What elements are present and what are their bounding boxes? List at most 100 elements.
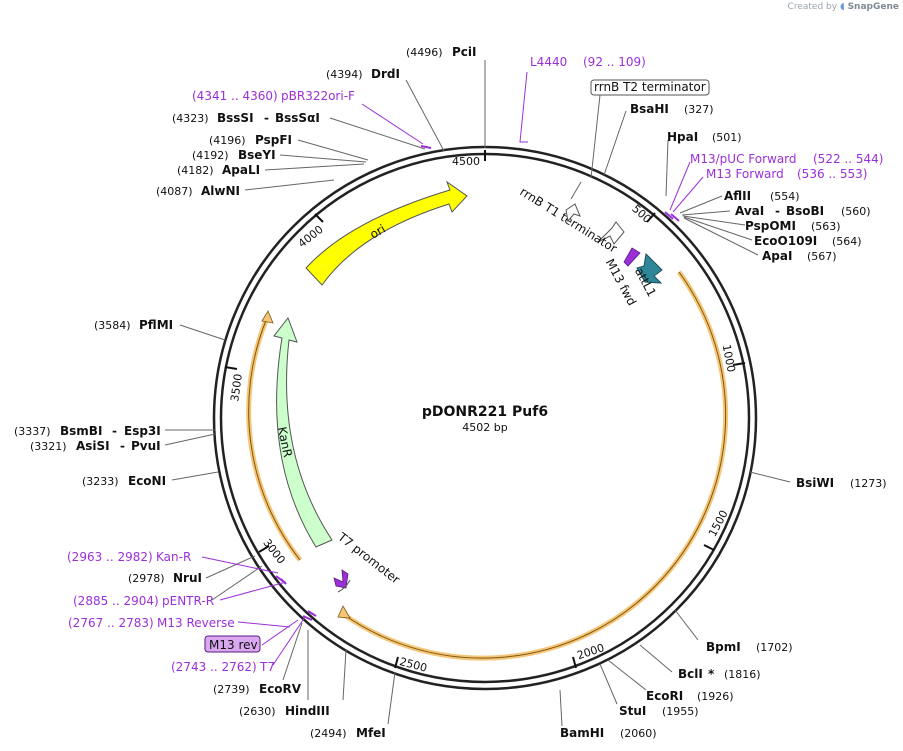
kanr-label: KanR [275, 425, 295, 458]
asisi-separator: - [120, 439, 125, 453]
m13-puc-forward-label[interactable]: M13/pUC Forward [690, 152, 797, 166]
leader-lines [164, 60, 791, 727]
tick-label-500: 500 [629, 202, 653, 226]
orf-arc-left-core [248, 317, 301, 561]
avai-separator: - [775, 204, 780, 218]
bseyi-label[interactable]: BseYI [238, 148, 276, 162]
bsssi-label[interactable]: BssSI [217, 111, 254, 125]
orf-arc-right-arrowhead [337, 605, 351, 619]
bsssai-label[interactable]: BssSαI [275, 111, 320, 125]
pentr-r-label[interactable]: pENTR-R [162, 594, 214, 608]
plasmid-size: 4502 bp [462, 421, 507, 434]
ecori-position: (1926) [697, 690, 734, 703]
alwni-label[interactable]: AlwNI [201, 184, 240, 198]
apai-label[interactable]: ApaI [762, 249, 792, 263]
nrui-position: (2978) [128, 572, 165, 585]
pflmi-position: (3584) [94, 319, 131, 332]
stui-label[interactable]: StuI [619, 704, 646, 718]
alwni-position: (4087) [156, 185, 193, 198]
nrui-label[interactable]: NruI [173, 571, 202, 585]
bamhi-label[interactable]: BamHI [560, 726, 604, 740]
asisi-label[interactable]: AsiSI [76, 439, 110, 453]
aflii-label[interactable]: AflII [724, 189, 751, 203]
bsiwi-label[interactable]: BsiWI [796, 476, 834, 490]
pbr322ori-f-range: (4341 .. 4360) [192, 89, 278, 103]
tick-label-3500: 3500 [228, 373, 245, 403]
pspomi-position: (563) [811, 220, 841, 233]
ori-feature[interactable] [305, 180, 468, 286]
tick-3000 [258, 545, 270, 553]
pspfi-label[interactable]: PspFI [255, 133, 292, 147]
rrnb-t2-terminator-feature[interactable] [565, 203, 581, 223]
avai-position: (560) [841, 205, 871, 218]
hpai-position: (501) [712, 131, 742, 144]
apali-position: (4182) [177, 164, 214, 177]
primer-leader-lines [201, 71, 704, 666]
pentr-r-range: (2885 .. 2904) [73, 594, 159, 608]
bsmbi-label[interactable]: BsmBI [60, 424, 102, 438]
m13-reverse-label[interactable]: M13 Reverse [157, 616, 235, 630]
tick-500 [646, 212, 656, 223]
ecoo109i-label[interactable]: EcoO109I [754, 234, 817, 248]
pspomi-label[interactable]: PspOMI [745, 219, 796, 233]
hindiii-position: (2630) [239, 705, 276, 718]
kan-r-label[interactable]: Kan-R [156, 550, 191, 564]
apali-label[interactable]: ApaLI [222, 163, 260, 177]
m13-rev-box[interactable] [204, 635, 261, 653]
kanr-feature[interactable] [273, 316, 333, 548]
kan-r-range: (2963 .. 2982) [67, 550, 153, 564]
t7-promoter-arrow-icon [337, 579, 351, 593]
stui-position: (1955) [662, 705, 699, 718]
avai-label[interactable]: AvaI [735, 204, 764, 218]
pcii-position: (4496) [406, 46, 443, 59]
econi-position: (3233) [82, 475, 119, 488]
m13-reverse-range: (2767 .. 2783) [68, 616, 154, 630]
m13-forward-label[interactable]: M13 Forward [706, 167, 784, 181]
ecorv-label[interactable]: EcoRV [259, 682, 302, 696]
attl1-feature[interactable] [636, 252, 663, 284]
hindiii-label[interactable]: HindIII [285, 704, 330, 718]
asisi-position: (3321) [30, 440, 67, 453]
mfei-position: (2494) [310, 727, 347, 740]
ecorv-position: (2739) [213, 683, 250, 696]
snapgene-logo-icon: ◖ [839, 2, 845, 12]
m13-fwd-feature[interactable] [623, 247, 641, 267]
esp3i-label[interactable]: Esp3I [124, 424, 161, 438]
bcli-label[interactable]: BclI [678, 667, 703, 681]
t7-promoter-feature[interactable] [333, 569, 349, 589]
bsahi-label[interactable]: BsaHI [630, 102, 669, 116]
rrnb-t1-terminator-feature[interactable] [597, 221, 625, 245]
mfei-label[interactable]: MfeI [356, 726, 386, 740]
tick-1500 [703, 544, 715, 551]
snapgene-credit: Created by ◖ SnapGene [788, 2, 899, 12]
drdi-label[interactable]: DrdI [371, 67, 400, 81]
ori-label: ori [367, 222, 388, 242]
bsmbi-separator: - [112, 424, 117, 438]
econi-label[interactable]: EcoNI [128, 474, 166, 488]
pcii-label[interactable]: PciI [452, 45, 477, 59]
hpai-label[interactable]: HpaI [667, 130, 698, 144]
ecori-label[interactable]: EcoRI [646, 689, 683, 703]
drdi-position: (4394) [326, 68, 363, 81]
tick-label-4500: 4500 [452, 155, 480, 168]
credit-prefix: Created by [787, 2, 838, 12]
bsssi-position: (4323) [172, 112, 209, 125]
bsahi-position: (327) [684, 103, 714, 116]
rrnb-t2-terminator-box[interactable] [590, 79, 710, 96]
m13-fwd-label: M13 fwd [603, 256, 639, 308]
tick-label-1000: 1000 [720, 343, 738, 373]
t7-label[interactable]: T7 [259, 660, 275, 674]
tick-3500 [224, 366, 238, 370]
bpmi-label[interactable]: BpmI [706, 640, 741, 654]
pvui-label[interactable]: PvuI [131, 439, 161, 453]
pspfi-position: (4196) [209, 134, 246, 147]
bsmbi-position: (3337) [14, 425, 51, 438]
m13-forward-range: (536 .. 553) [797, 167, 867, 181]
bsobi-label[interactable]: BsoBI [786, 204, 824, 218]
l4440-label[interactable]: L4440 [530, 55, 567, 69]
pbr322ori-f-label[interactable]: pBR322ori-F [281, 89, 355, 103]
pflmi-label[interactable]: PflMI [139, 318, 173, 332]
apai-position: (567) [807, 250, 837, 263]
bseyi-position: (4192) [192, 149, 229, 162]
